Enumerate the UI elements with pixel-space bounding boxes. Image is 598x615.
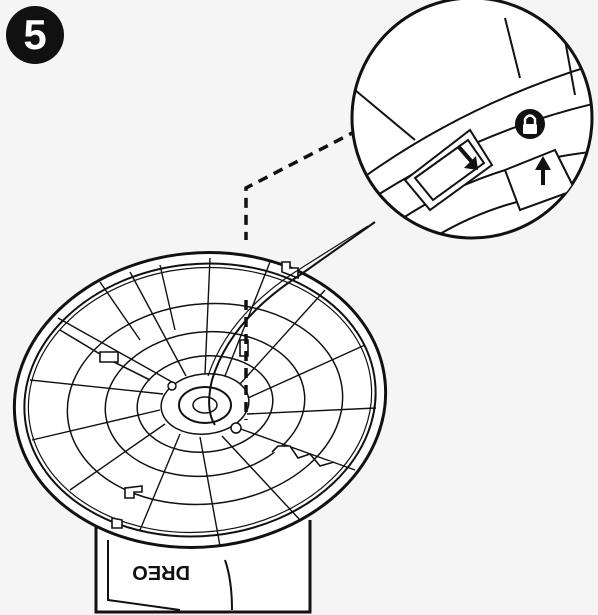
zoom-callout bbox=[350, 0, 594, 240]
base-plate bbox=[12, 251, 388, 549]
callout-leader bbox=[244, 128, 359, 240]
power-cable bbox=[208, 221, 376, 426]
arrow-down-icon bbox=[456, 144, 478, 170]
step-number: 5 bbox=[23, 11, 47, 58]
brand-logo: DREO bbox=[132, 561, 190, 583]
arrow-up-icon bbox=[535, 156, 551, 185]
step-number-badge: 5 bbox=[6, 6, 64, 64]
lock-icon bbox=[515, 109, 545, 139]
